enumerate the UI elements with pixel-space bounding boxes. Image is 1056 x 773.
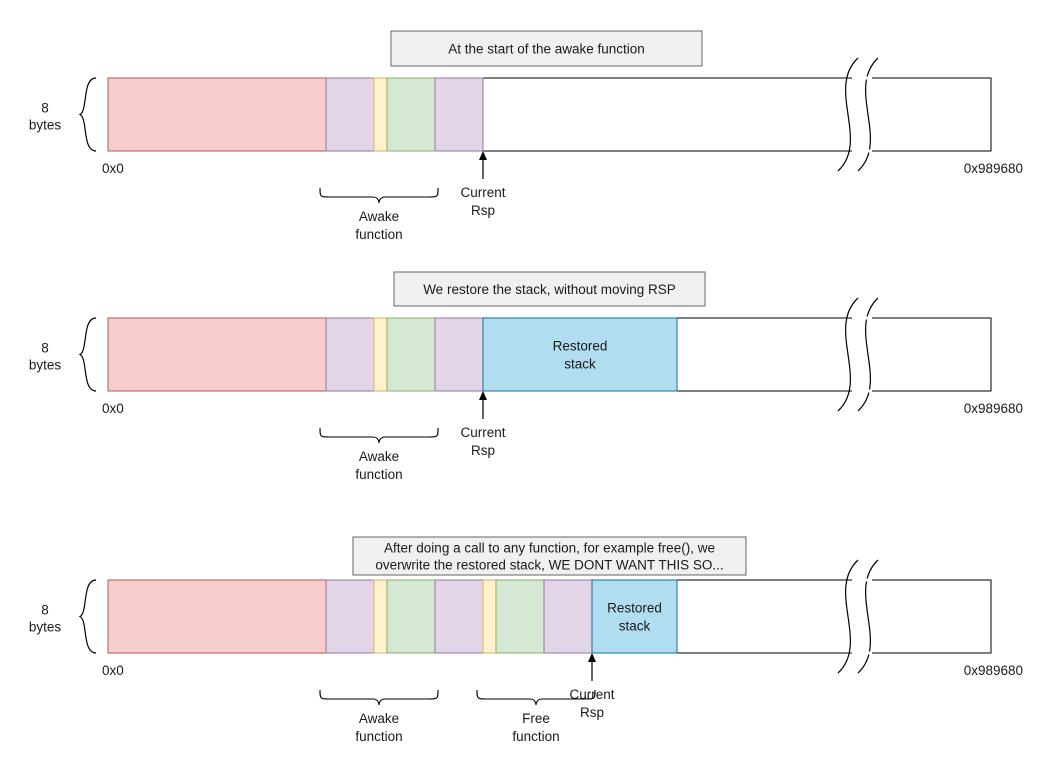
stack-segment-yellow — [373, 317, 388, 392]
stack-segment-blue — [482, 317, 678, 392]
brace-label: Awake — [359, 711, 399, 726]
stack-segment-green — [386, 77, 436, 152]
pointer-label: Current — [569, 687, 614, 702]
brace-label: Awake — [359, 449, 399, 464]
caption-text: After doing a call to any function, for … — [384, 541, 715, 556]
stack-segment-green — [386, 579, 436, 654]
pointer-label: Rsp — [471, 443, 495, 458]
size-brace-icon — [78, 317, 97, 392]
stack-segment-yellow — [373, 77, 388, 152]
caption-text: overwrite the restored stack, WE DONT WA… — [375, 558, 723, 573]
start-address: 0x0 — [102, 401, 124, 416]
end-address: 0x989680 — [964, 401, 1023, 416]
break-mark-icon — [857, 559, 879, 674]
segment-label: Restored — [607, 601, 662, 616]
start-address: 0x0 — [102, 663, 124, 678]
break-gap — [852, 316, 872, 393]
size-label: 8 — [41, 341, 49, 356]
end-address: 0x989680 — [964, 663, 1023, 678]
stack-segment-blue — [591, 579, 678, 654]
brace-label: Free — [522, 711, 550, 726]
break-mark-icon — [857, 297, 879, 412]
size-label: bytes — [29, 620, 62, 635]
arrow-up-icon — [479, 391, 487, 400]
stack-panel-3: After doing a call to any function, for … — [29, 536, 1023, 744]
stack-segment-green — [495, 579, 545, 654]
pointer-label: Current — [460, 185, 505, 200]
stack-segment-purple — [543, 579, 593, 654]
stack-segment-yellow — [482, 579, 497, 654]
stack-panel-2: We restore the stack, without moving RSP… — [29, 271, 1023, 482]
stack-segment-red — [107, 317, 327, 392]
stack-segment-red — [107, 579, 327, 654]
end-address: 0x989680 — [964, 161, 1023, 176]
pointer-label: Rsp — [471, 203, 495, 218]
arrow-up-icon — [479, 151, 487, 160]
size-label: bytes — [29, 118, 62, 133]
size-label: 8 — [41, 603, 49, 618]
segment-label: stack — [619, 619, 651, 634]
function-brace-icon — [476, 689, 596, 706]
caption-text: We restore the stack, without moving RSP — [423, 282, 676, 297]
brace-label: function — [355, 729, 402, 744]
break-mark-icon — [857, 57, 879, 172]
pointer-label: Current — [460, 425, 505, 440]
stack-panel-1: At the start of the awake function 8 bytes… — [29, 30, 1023, 242]
start-address: 0x0 — [102, 161, 124, 176]
segment-label: Restored — [553, 339, 608, 354]
stack-segment-green — [386, 317, 436, 392]
brace-label: function — [355, 467, 402, 482]
brace-label: Awake — [359, 209, 399, 224]
stack-segment-red — [107, 77, 327, 152]
brace-label: function — [355, 227, 402, 242]
break-mark-icon — [837, 297, 859, 412]
stack-segment-purple — [434, 317, 484, 392]
function-brace-icon — [319, 689, 439, 706]
break-mark-icon — [837, 559, 859, 674]
brace-label: function — [512, 729, 559, 744]
stack-segment-purple — [434, 77, 484, 152]
caption-box — [352, 536, 747, 576]
break-gap — [852, 578, 872, 655]
stack-segment-purple — [325, 317, 375, 392]
pointer-label: Rsp — [580, 705, 604, 720]
caption-box — [393, 271, 706, 307]
arrow-up-icon — [588, 653, 596, 662]
caption-box — [390, 30, 703, 67]
caption-text: At the start of the awake function — [448, 42, 645, 57]
stack-segment-purple — [434, 579, 484, 654]
function-brace-icon — [319, 427, 439, 444]
break-gap — [852, 76, 872, 153]
size-brace-icon — [78, 579, 97, 654]
size-label: bytes — [29, 358, 62, 373]
size-label: 8 — [41, 101, 49, 116]
segment-label: stack — [564, 357, 596, 372]
size-brace-icon — [78, 77, 97, 152]
stack-segment-yellow — [373, 579, 388, 654]
stack-segment-purple — [325, 77, 375, 152]
break-mark-icon — [837, 57, 859, 172]
stack-segment-purple — [325, 579, 375, 654]
function-brace-icon — [319, 187, 439, 204]
